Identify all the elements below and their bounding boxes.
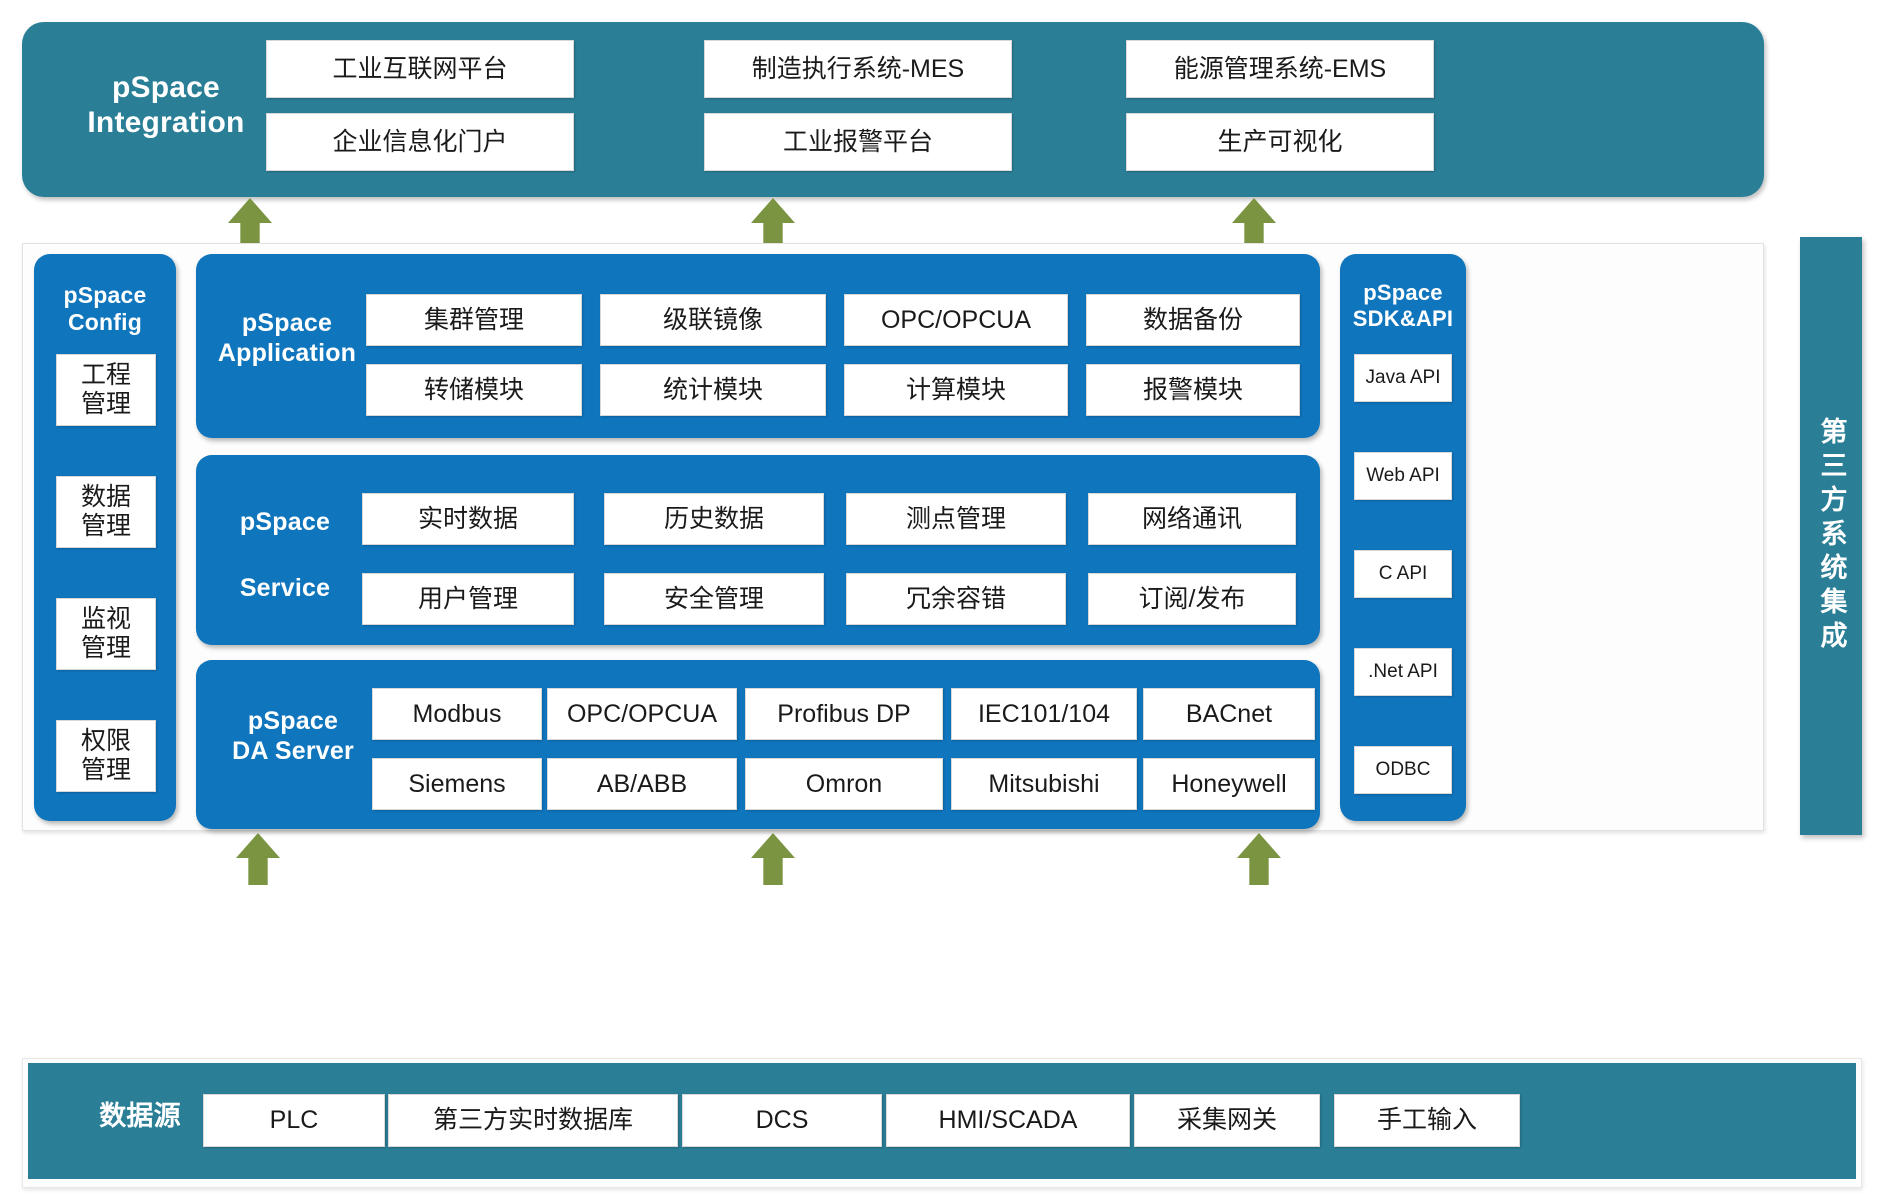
pspace-da-server-title: pSpace DA Server [210, 707, 376, 766]
integration-cell[interactable]: 工业互联网平台 [266, 40, 574, 98]
da-protocol-cell[interactable]: Mitsubishi [951, 758, 1137, 810]
pspace-application-panel: pSpace Application 集群管理 级联镜像 OPC/OPCUA 数… [196, 254, 1320, 438]
sdk-item[interactable]: Web API [1354, 452, 1452, 500]
data-source-cell[interactable]: PLC [203, 1094, 385, 1147]
da-protocol-cell[interactable]: Honeywell [1143, 758, 1315, 810]
config-item[interactable]: 工程 管理 [56, 354, 156, 426]
da-protocol-cell[interactable]: Modbus [372, 688, 542, 740]
data-source-cell[interactable]: 采集网关 [1134, 1094, 1320, 1147]
da-protocol-cell[interactable]: Siemens [372, 758, 542, 810]
integration-title-line2: Integration [87, 106, 245, 140]
integration-title-line1: pSpace [112, 71, 220, 104]
pspace-application-title: pSpace Application [210, 309, 364, 368]
service-cell[interactable]: 网络通讯 [1088, 493, 1296, 545]
sdk-item[interactable]: Java API [1354, 354, 1452, 402]
application-cell[interactable]: 计算模块 [844, 364, 1068, 416]
service-cell[interactable]: 测点管理 [846, 493, 1066, 545]
da-protocol-cell[interactable]: OPC/OPCUA [547, 688, 737, 740]
arrow-up-icon [751, 833, 795, 885]
config-item[interactable]: 数据 管理 [56, 476, 156, 548]
pspace-sdk-api-panel: pSpace SDK&API Java API Web API C API .N… [1340, 254, 1466, 821]
pspace-config-title: pSpace Config [34, 282, 176, 336]
data-source-title: 数据源 [99, 1101, 181, 1131]
service-cell[interactable]: 冗余容错 [846, 573, 1066, 625]
integration-cell[interactable]: 能源管理系统-EMS [1126, 40, 1434, 98]
data-source-layer: 数据源 PLC 第三方实时数据库 DCS HMI/SCADA 采集网关 手工输入 [28, 1063, 1856, 1179]
integration-layer-title: pSpace Integration [58, 70, 274, 141]
third-party-integration-bar: 第三方系统集成 [1800, 237, 1862, 835]
da-protocol-cell[interactable]: BACnet [1143, 688, 1315, 740]
sdk-title-line1: pSpace [1363, 280, 1443, 305]
config-item-label: 数据 管理 [80, 483, 131, 540]
data-source-cell[interactable]: DCS [682, 1094, 882, 1147]
application-cell[interactable]: 统计模块 [600, 364, 826, 416]
config-item[interactable]: 权限 管理 [56, 720, 156, 792]
data-source-cell[interactable]: 第三方实时数据库 [388, 1094, 678, 1147]
da-title-line1: pSpace [247, 707, 339, 735]
config-item-label: 工程 管理 [80, 361, 131, 418]
pspace-config-panel: pSpace Config 工程 管理 数据 管理 监视 管理 权限 管理 [34, 254, 176, 821]
config-item[interactable]: 监视 管理 [56, 598, 156, 670]
service-cell[interactable]: 安全管理 [604, 573, 824, 625]
application-cell[interactable]: 集群管理 [366, 294, 582, 346]
sdk-item[interactable]: ODBC [1354, 746, 1452, 794]
pspace-service-title-line1: pSpace [239, 508, 331, 536]
service-cell[interactable]: 用户管理 [362, 573, 574, 625]
application-title-line2: Application [217, 338, 357, 367]
da-title-line2: DA Server [232, 736, 354, 765]
sdk-title-line2: SDK&API [1352, 305, 1454, 331]
integration-layer: pSpace Integration 工业互联网平台 制造执行系统-MES 能源… [22, 22, 1764, 197]
da-protocol-cell[interactable]: Profibus DP [745, 688, 943, 740]
da-protocol-cell[interactable]: IEC101/104 [951, 688, 1137, 740]
arrow-up-icon [1237, 833, 1281, 885]
application-title-line1: pSpace [241, 309, 333, 337]
integration-cell[interactable]: 生产可视化 [1126, 113, 1434, 171]
sdk-item[interactable]: .Net API [1354, 648, 1452, 696]
config-item-label: 监视 管理 [80, 605, 131, 662]
service-cell[interactable]: 实时数据 [362, 493, 574, 545]
da-protocol-cell[interactable]: AB/ABB [547, 758, 737, 810]
config-title-line2: Config [67, 309, 142, 336]
service-cell[interactable]: 历史数据 [604, 493, 824, 545]
data-source-cell[interactable]: HMI/SCADA [886, 1094, 1130, 1147]
arrow-up-icon [236, 833, 280, 885]
integration-cell[interactable]: 企业信息化门户 [266, 113, 574, 171]
pspace-service-title-line2: Service [239, 574, 331, 602]
application-cell[interactable]: 数据备份 [1086, 294, 1300, 346]
application-cell[interactable]: 报警模块 [1086, 364, 1300, 416]
sdk-item[interactable]: C API [1354, 550, 1452, 598]
application-cell[interactable]: OPC/OPCUA [844, 294, 1068, 346]
integration-cell[interactable]: 制造执行系统-MES [704, 40, 1012, 98]
application-cell[interactable]: 级联镜像 [600, 294, 826, 346]
pspace-sdk-api-title: pSpace SDK&API [1340, 280, 1466, 332]
third-party-integration-label: 第三方系统集成 [1816, 417, 1847, 655]
da-protocol-cell[interactable]: Omron [745, 758, 943, 810]
config-item-label: 权限 管理 [80, 727, 131, 784]
integration-cell[interactable]: 工业报警平台 [704, 113, 1012, 171]
service-cell[interactable]: 订阅/发布 [1088, 573, 1296, 625]
pspace-service-panel: pSpace Service 实时数据 历史数据 测点管理 网络通讯 用户管理 … [196, 455, 1320, 645]
pspace-da-server-panel: pSpace DA Server Modbus OPC/OPCUA Profib… [196, 660, 1320, 829]
config-title-line1: pSpace [63, 282, 147, 308]
data-source-cell[interactable]: 手工输入 [1334, 1094, 1520, 1147]
application-cell[interactable]: 转储模块 [366, 364, 582, 416]
